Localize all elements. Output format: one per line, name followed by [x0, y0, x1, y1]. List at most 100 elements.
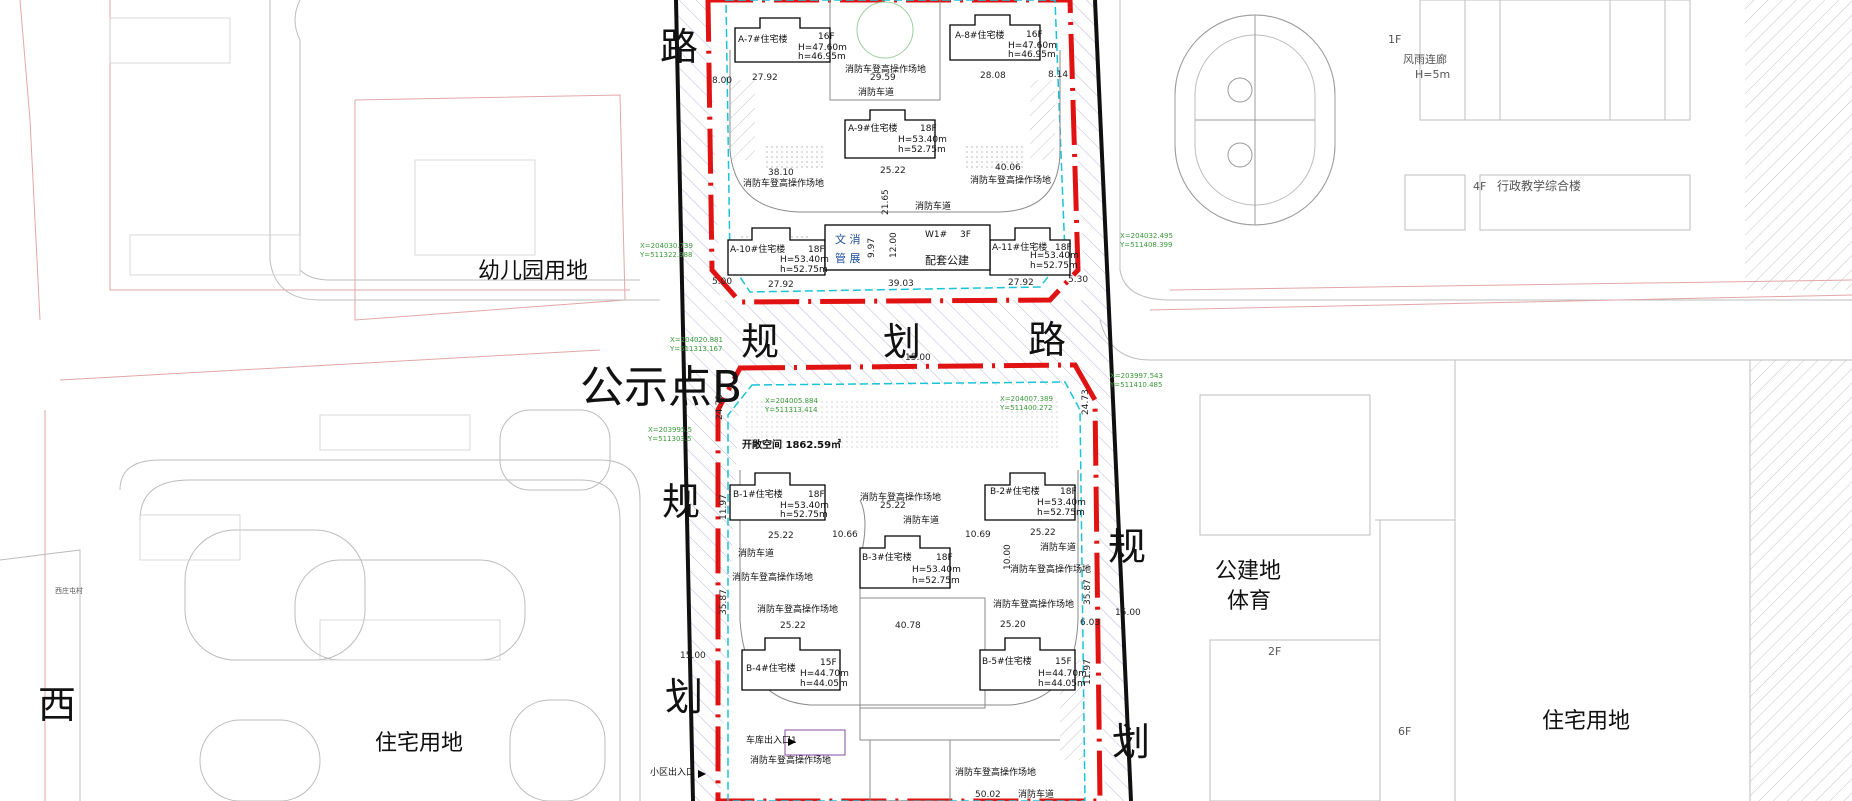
left-faint-buildings	[109, 17, 536, 661]
land-label-kindergarten: 幼儿园用地	[478, 259, 588, 284]
dim-label: 27.92	[1008, 278, 1034, 288]
dim-label: 39.03	[888, 279, 914, 289]
building-b1-h1: H=53.40m	[780, 501, 829, 511]
fire-lane-label: 消防车道	[915, 200, 951, 212]
building-b2-h2: h=52.75m	[1037, 508, 1085, 518]
floor-6f: 6F	[1398, 725, 1411, 738]
left-gray-context	[0, 0, 660, 801]
parcel-a	[705, 0, 1081, 305]
building-a8-h2: h=46.95m	[1008, 50, 1056, 60]
building-a10-name: A-10#住宅楼	[730, 243, 785, 255]
fire-platform-label: 消防车登高操作场地	[970, 174, 1051, 186]
coord-y: Y=511410.485	[1109, 381, 1162, 389]
dim-label: 9.97	[867, 238, 877, 258]
coord-x: X=203997.543	[1110, 372, 1163, 380]
building-a9-h2: h=52.75m	[898, 145, 946, 155]
coord-x: X=204020.881	[670, 336, 723, 344]
fire-lane-label: 消防车道	[1018, 788, 1054, 800]
dim-label: 15.00	[680, 651, 706, 661]
public-building-name: 配套公建	[925, 253, 969, 267]
dim-label: 25.22	[1030, 528, 1056, 538]
floor-1f: 1F	[1388, 33, 1401, 46]
fire-platform-label: 消防车登高操作场地	[732, 571, 813, 583]
sports-field	[1174, 14, 1336, 226]
land-label-sports: 体育	[1227, 589, 1271, 614]
coord-x: X=204007.389	[1000, 395, 1053, 403]
entry-arrow-icon	[698, 770, 706, 778]
coord-y: Y=511322.988	[639, 251, 692, 259]
road-char-hua-1: 划	[883, 320, 921, 364]
building-a8-h1: H=47.60m	[1008, 41, 1057, 51]
coord-y: Y=511303.5	[647, 435, 692, 443]
parcel-b	[715, 362, 1103, 801]
dim-label: 28.08	[980, 71, 1006, 81]
building-a7-name: A-7#住宅楼	[738, 33, 787, 45]
coord-y: Y=511313.167	[669, 345, 722, 353]
fire-platform-label: 消防车登高操作场地	[955, 766, 1036, 778]
coord-y: Y=511400.272	[999, 404, 1052, 412]
building-a8-name: A-8#住宅楼	[955, 29, 1004, 41]
dim-label: 27.92	[768, 280, 794, 290]
dim-label: 10.69	[965, 530, 991, 540]
fire-platform-label: 消防车登高操作场地	[993, 598, 1074, 610]
site-labels: 消防车登高操作场地 消防车道 消防车登高操作场地 消防车登高操作场地 消防车道 …	[55, 33, 1581, 800]
dim-label: 29.59	[870, 73, 896, 83]
land-label-residential-left: 住宅用地	[375, 731, 463, 756]
building-b4-name: B-4#住宅楼	[746, 662, 796, 674]
public-building-floors: 3F	[960, 230, 971, 240]
dim-label: 35.87	[1083, 579, 1093, 605]
fire-lane-label: 消防车道	[738, 547, 774, 559]
building-a7-h2: h=46.95m	[798, 52, 846, 62]
fire-platform-label: 消防车登高操作场地	[845, 63, 926, 75]
building-a7-floors: 16F	[818, 32, 835, 42]
dim-label: 11.97	[1083, 659, 1093, 685]
dim-label: 38.10	[768, 168, 794, 178]
dim-label: 21.65	[881, 189, 891, 215]
open-space-label: 开敞空间 1862.59㎡	[742, 438, 841, 451]
road-boundary-lines	[674, 0, 1133, 801]
building-b2-floors: 18F	[1060, 487, 1077, 497]
fire-lane-label: 消防车道	[1040, 541, 1076, 553]
building-a8-floors: 16F	[1026, 30, 1043, 40]
building-a10-h2: h=52.75m	[780, 265, 828, 275]
fire-platform-label: 消防车登高操作场地	[743, 177, 824, 189]
road-char-hua-left: 划	[665, 675, 703, 719]
covered-walk-label: 风雨连廊	[1403, 52, 1447, 66]
dim-label: 15.00	[905, 353, 931, 363]
building-b1-floors: 18F	[808, 490, 825, 500]
building-b3-floors: 18F	[936, 553, 953, 563]
covered-walk-height: H=5m	[1415, 68, 1450, 81]
building-b5-h2: h=44.05m	[1038, 679, 1086, 689]
building-a11-name: A-11#住宅楼	[992, 241, 1047, 253]
garage-arrow-icon	[788, 738, 796, 746]
building-b4-h2: h=44.05m	[800, 679, 848, 689]
dimension-labels: 27.92 29.59 28.08 8.00 8.14 38.10 25.22 …	[680, 70, 1141, 800]
building-b2-name: B-2#住宅楼	[990, 485, 1040, 497]
dim-label: 8.14	[1048, 70, 1068, 80]
dim-label: 10.00	[1003, 544, 1013, 570]
dim-label: 5.30	[1068, 275, 1088, 285]
road-char-lu-top: 路	[660, 25, 698, 69]
dim-label: 11.97	[719, 494, 729, 520]
dim-label: 24.73	[1081, 389, 1091, 415]
public-building-tag2: 管 展	[835, 251, 861, 265]
building-a7-h1: H=47.60m	[798, 43, 847, 53]
fire-lane-label: 消防车道	[858, 86, 894, 98]
building-a11-h2: h=52.75m	[1030, 261, 1078, 271]
fire-platform-label: 消防车登高操作场地	[750, 754, 831, 766]
building-b4-h1: H=44.70m	[800, 669, 849, 679]
building-b1-h2: h=52.75m	[780, 510, 828, 520]
floor-2f: 2F	[1268, 645, 1281, 658]
building-a11-h1: H=53.40m	[1030, 251, 1079, 261]
fire-lane-label: 消防车道	[903, 514, 939, 526]
fire-platform-label: 消防车登高操作场地	[860, 491, 941, 503]
coord-x: X=204030.739	[640, 242, 693, 250]
floor-4f: 4F	[1473, 180, 1486, 193]
dim-label: 24.73	[715, 394, 725, 420]
coord-x: X=204005.884	[765, 397, 819, 405]
left-surrounding-context	[19, 0, 630, 801]
road-char-gui-right: 规	[1108, 525, 1146, 569]
dim-label: 6.03	[1080, 618, 1100, 628]
road-char-lu-mid: 路	[1028, 318, 1066, 362]
building-a10-h1: H=53.40m	[780, 255, 829, 265]
